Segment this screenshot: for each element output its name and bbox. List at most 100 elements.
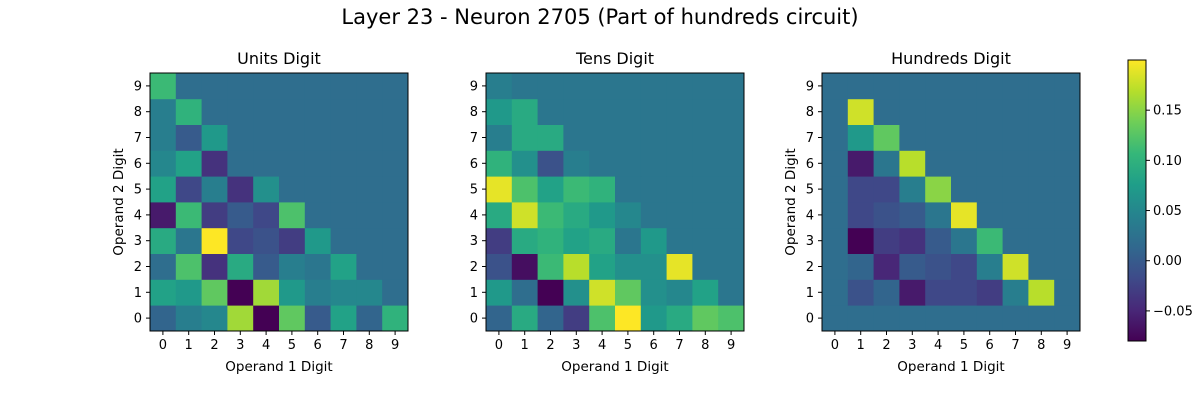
- heatmap-cell: [640, 279, 667, 306]
- heatmap-cell: [511, 202, 538, 229]
- x-tick-label: 8: [701, 338, 709, 353]
- x-tick-label: 9: [391, 338, 399, 353]
- heatmap-cell: [847, 176, 874, 203]
- heatmap-cell: [873, 253, 900, 280]
- x-tick-label: 7: [675, 338, 683, 353]
- heatmap-cell: [486, 150, 513, 177]
- heatmap-cell: [330, 73, 357, 100]
- heatmap-cell: [511, 150, 538, 177]
- x-tick-label: 6: [314, 338, 322, 353]
- y-tick-label: 3: [806, 234, 814, 249]
- heatmap-cell: [640, 202, 667, 229]
- heatmap-cell: [563, 202, 590, 229]
- heatmap-cell: [899, 124, 926, 151]
- heatmap-cell: [822, 279, 849, 306]
- heatmap-cell: [666, 227, 693, 254]
- x-tick-label: 4: [262, 338, 270, 353]
- heatmap-cell: [873, 279, 900, 306]
- y-tick-label: 1: [134, 286, 142, 301]
- heatmap-cell: [201, 124, 228, 151]
- heatmap-cell: [951, 305, 978, 332]
- heatmap-cell: [563, 227, 590, 254]
- y-tick-label: 6: [470, 157, 478, 172]
- heatmap-cell: [1002, 124, 1029, 151]
- heatmap-cell: [925, 305, 952, 332]
- heatmap-cell: [718, 73, 745, 100]
- heatmap-cell: [330, 124, 357, 151]
- heatmap-cell: [330, 253, 357, 280]
- heatmap-cell: [718, 202, 745, 229]
- heatmap-cell: [1054, 176, 1081, 203]
- heatmap-cell: [615, 253, 642, 280]
- x-tick-label: 7: [339, 338, 347, 353]
- heatmap-cell: [976, 176, 1003, 203]
- heatmap-cell: [692, 253, 719, 280]
- heatmap-cell: [873, 305, 900, 332]
- heatmap-cell: [356, 98, 383, 125]
- heatmap-cell: [201, 305, 228, 332]
- heatmap-cell: [537, 176, 564, 203]
- heatmap-cell: [951, 202, 978, 229]
- heatmap-cell: [563, 305, 590, 332]
- y-tick-label: 4: [134, 208, 142, 223]
- x-tick-label: 4: [934, 338, 942, 353]
- heatmap-cell: [976, 279, 1003, 306]
- heatmap-cell: [822, 73, 849, 100]
- heatmap-cell: [511, 73, 538, 100]
- heatmap-cell: [304, 305, 331, 332]
- x-tick-label: 7: [1011, 338, 1019, 353]
- x-tick-label: 1: [521, 338, 529, 353]
- heatmap-cell: [847, 150, 874, 177]
- heatmap-cell: [640, 305, 667, 332]
- heatmap-cell: [175, 150, 202, 177]
- y-tick-label: 2: [806, 260, 814, 275]
- heatmap-cell: [563, 253, 590, 280]
- heatmap-cell: [847, 98, 874, 125]
- heatmap-cell: [822, 150, 849, 177]
- heatmap-cell: [589, 305, 616, 332]
- heatmap-cell: [279, 202, 306, 229]
- heatmap-cell: [640, 227, 667, 254]
- heatmap-cell: [304, 98, 331, 125]
- heatmap-cell: [589, 98, 616, 125]
- heatmap-cell: [279, 98, 306, 125]
- heatmap-cell: [666, 253, 693, 280]
- heatmap-cell: [1054, 150, 1081, 177]
- heatmap-cell: [822, 253, 849, 280]
- heatmap-cell: [847, 124, 874, 151]
- heatmap-cell: [822, 202, 849, 229]
- heatmap-cell: [1028, 227, 1055, 254]
- heatmap-cell: [175, 124, 202, 151]
- heatmap-cell: [640, 124, 667, 151]
- heatmap-cell: [330, 150, 357, 177]
- heatmap-cell: [822, 305, 849, 332]
- heatmap-cell: [356, 202, 383, 229]
- heatmap-cell: [537, 253, 564, 280]
- y-tick-label: 0: [806, 312, 814, 327]
- x-tick-label: 2: [546, 338, 554, 353]
- y-tick-label: 4: [470, 208, 478, 223]
- heatmap-cell: [150, 98, 177, 125]
- heatmap-cell: [1002, 305, 1029, 332]
- heatmap-cell: [537, 279, 564, 306]
- heatmap-cell: [692, 98, 719, 125]
- heatmap-cell: [356, 124, 383, 151]
- panel-title: Hundreds Digit: [891, 49, 1011, 68]
- heatmap-cell: [822, 98, 849, 125]
- heatmap-cell: [666, 202, 693, 229]
- heatmap-cell: [976, 73, 1003, 100]
- heatmap-cell: [1028, 305, 1055, 332]
- x-tick-label: 3: [236, 338, 244, 353]
- x-axis-label: Operand 1 Digit: [561, 359, 668, 375]
- heatmap-cell: [873, 176, 900, 203]
- heatmap-cell: [563, 124, 590, 151]
- heatmap-cell: [382, 305, 409, 332]
- heatmap-cell: [227, 202, 254, 229]
- heatmap-cell: [899, 98, 926, 125]
- heatmap-cell: [279, 279, 306, 306]
- heatmap-cell: [640, 253, 667, 280]
- heatmap-cell: [925, 202, 952, 229]
- heatmap-cell: [1028, 73, 1055, 100]
- heatmap-cell: [150, 202, 177, 229]
- heatmap-cell: [356, 279, 383, 306]
